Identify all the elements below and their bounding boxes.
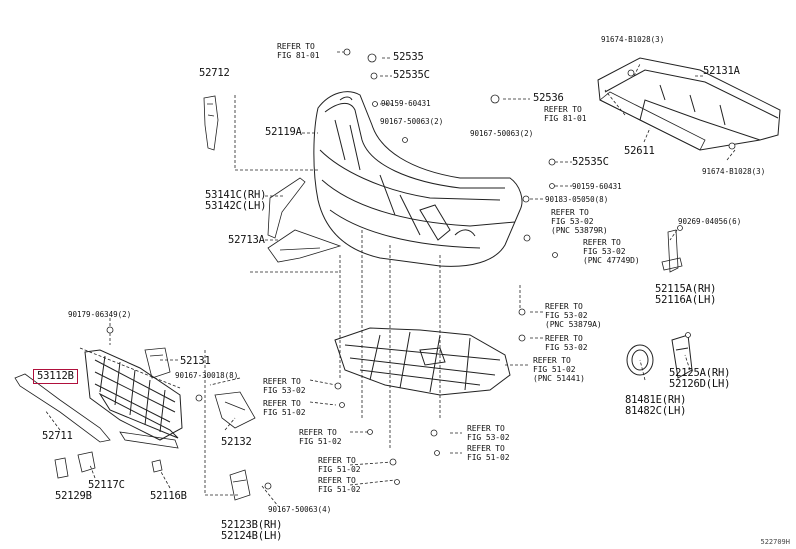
fastener-90269[interactable]: 90269-04056(6) xyxy=(678,217,742,226)
refer-fig: FIG 81-01 xyxy=(277,51,320,60)
bracket-52712-drawing xyxy=(203,95,219,151)
part-52123b[interactable]: 52123B(RH) xyxy=(221,519,283,531)
part-52115a[interactable]: 52115A(RH) xyxy=(655,283,717,295)
refer-pnc: (PNC 51441) xyxy=(533,374,585,383)
refer-fig: FIG 53-02 xyxy=(551,217,594,226)
refer-label: REFER TO xyxy=(263,399,301,408)
refer-fig: FIG 51-02 xyxy=(263,408,306,417)
fastener-90167-c[interactable]: 90167-30018(8) xyxy=(175,371,239,380)
diagram-code: 522709H xyxy=(760,538,790,546)
refer-label: REFER TO xyxy=(583,238,621,247)
part-52713a[interactable]: 52713A xyxy=(228,234,265,246)
part-52611[interactable]: 52611 xyxy=(624,145,655,157)
refer-fig: FIG 51-02 xyxy=(467,453,510,462)
absorber-drawing xyxy=(599,91,706,151)
refer-label: REFER TO xyxy=(467,444,505,453)
bracket-52131-drawing xyxy=(144,347,171,379)
refer-fig: FIG 51-02 xyxy=(318,465,361,474)
part-52131a[interactable]: 52131A xyxy=(703,65,740,77)
refer-fig: FIG 53-02 xyxy=(545,311,588,320)
refer-fig: FIG 53-02 xyxy=(263,386,306,395)
part-53141c[interactable]: 53141C(RH) xyxy=(205,189,267,201)
fastener-91674-top[interactable]: 91674-B1028(3) xyxy=(601,35,665,44)
refer-label: REFER TO xyxy=(318,476,356,485)
bracket-52123b-drawing xyxy=(229,469,251,501)
part-81481e[interactable]: 81481E(RH) xyxy=(625,394,687,406)
part-52711[interactable]: 52711 xyxy=(42,430,73,442)
refer-label: REFER TO xyxy=(467,424,505,433)
fog-lamp-drawing xyxy=(626,334,693,379)
fastener-90179[interactable]: 90179-06349(2) xyxy=(68,310,132,319)
part-52116b[interactable]: 52116B xyxy=(150,490,187,502)
fastener-91674-bot[interactable]: 91674-B1028(3) xyxy=(702,167,766,176)
part-52129b[interactable]: 52129B xyxy=(55,490,92,502)
refer-label: REFER TO xyxy=(545,302,583,311)
fastener-90159-top[interactable]: 90159-60431 xyxy=(381,99,431,108)
refer-label: REFER TO xyxy=(551,208,589,217)
part-52131[interactable]: 52131 xyxy=(180,355,211,367)
part-53142c[interactable]: 53142C(LH) xyxy=(205,200,267,212)
part-52126d[interactable]: 52126D(LH) xyxy=(669,378,731,390)
bracket-52132-drawing xyxy=(214,391,256,429)
refer-label: REFER TO xyxy=(544,105,582,114)
reinforcement-drawing xyxy=(597,57,781,151)
refer-pnc: (PNC 53879A) xyxy=(545,320,602,329)
part-52535c-mid[interactable]: 52535C xyxy=(572,156,609,168)
part-52124b[interactable]: 52124B(LH) xyxy=(221,530,283,542)
fastener-90159-mid[interactable]: 90159-60431 xyxy=(572,182,622,191)
molding-drawing xyxy=(14,373,111,443)
grille-drawing xyxy=(84,349,183,441)
spoiler-drawing xyxy=(267,177,306,239)
refer-fig: FIG 51-02 xyxy=(299,437,342,446)
refer-label: REFER TO xyxy=(299,428,337,437)
bracket-52115a-drawing xyxy=(661,229,683,273)
refer-label: REFER TO xyxy=(318,456,356,465)
refer-pnc: (PNC 53879R) xyxy=(551,226,608,235)
part-52535[interactable]: 52535 xyxy=(393,51,424,63)
refer-label: REFER TO xyxy=(263,377,301,386)
fastener-90167-d[interactable]: 90167-50063(4) xyxy=(268,505,332,514)
refer-fig: FIG 53-02 xyxy=(545,343,588,352)
fastener-90183[interactable]: 90183-05050(8) xyxy=(545,195,609,204)
part-53112b-highlighted[interactable]: 53112B xyxy=(33,369,78,384)
part-52536[interactable]: 52536 xyxy=(533,92,564,104)
part-52125a[interactable]: 52125A(RH) xyxy=(669,367,731,379)
fastener-symbols xyxy=(106,48,736,490)
part-52535c-top[interactable]: 52535C xyxy=(393,69,430,81)
fastener-90167-a[interactable]: 90167-50063(2) xyxy=(380,117,444,126)
refer-label: REFER TO xyxy=(277,42,315,51)
fastener-90167-b[interactable]: 90167-50063(2) xyxy=(470,129,534,138)
bumper-cover-drawing xyxy=(313,91,523,267)
refer-label: REFER TO xyxy=(533,356,571,365)
small-brackets-drawing xyxy=(54,431,179,479)
refer-fig: FIG 53-02 xyxy=(467,433,510,442)
refer-fig: FIG 81-01 xyxy=(544,114,587,123)
refer-fig: FIG 51-02 xyxy=(318,485,361,494)
refer-label: REFER TO xyxy=(545,334,583,343)
under-cover-drawing xyxy=(334,327,511,396)
refer-pnc: (PNC 47749D) xyxy=(583,256,640,265)
part-52119a[interactable]: 52119A xyxy=(265,126,302,138)
part-52712[interactable]: 52712 xyxy=(199,67,230,79)
part-52116a[interactable]: 52116A(LH) xyxy=(655,294,717,306)
bracket-52713a-drawing xyxy=(267,229,342,263)
part-81482c[interactable]: 81482C(LH) xyxy=(625,405,687,417)
part-52117c[interactable]: 52117C xyxy=(88,479,125,491)
part-52132[interactable]: 52132 xyxy=(221,436,252,448)
refer-fig: FIG 51-02 xyxy=(533,365,576,374)
refer-fig: FIG 53-02 xyxy=(583,247,626,256)
